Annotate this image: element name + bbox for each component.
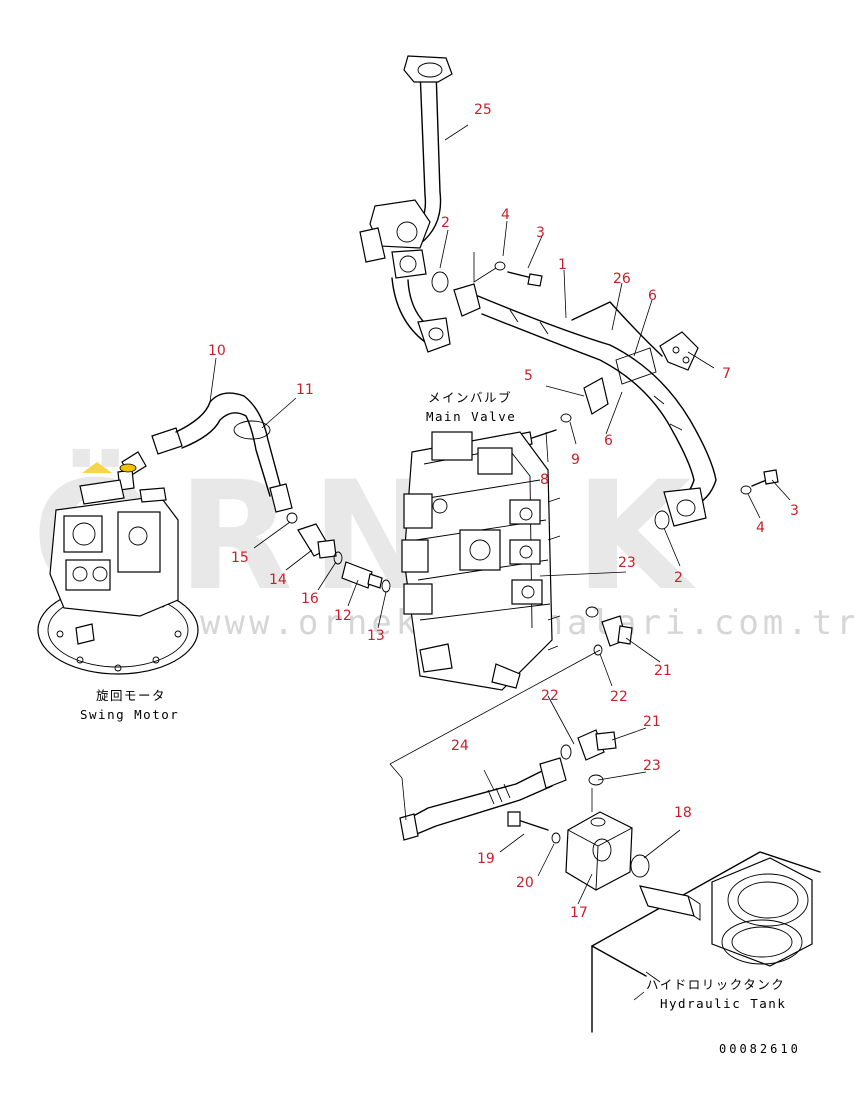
callout-2-top: 2 xyxy=(441,215,450,231)
tank-label-en: Hydraulic Tank xyxy=(660,996,786,1011)
callout-24: 24 xyxy=(451,738,469,754)
callout-2-right: 2 xyxy=(674,570,683,586)
callout-23-top: 23 xyxy=(618,555,636,571)
main-valve-label-en: Main Valve xyxy=(426,409,516,424)
callout-26: 26 xyxy=(613,271,631,287)
hose-part-1 xyxy=(453,283,717,527)
callout-9: 9 xyxy=(571,452,580,468)
callout-3-top: 3 xyxy=(536,225,545,241)
callout-5: 5 xyxy=(524,368,533,384)
hose-part-10 xyxy=(151,392,293,513)
elbow-accent xyxy=(119,463,137,473)
callout-15: 15 xyxy=(231,550,249,566)
callout-12: 12 xyxy=(334,608,352,624)
main-valve-label-jp: メインバルブ xyxy=(428,390,512,405)
clamp-part-7 xyxy=(659,331,699,371)
callout-11: 11 xyxy=(296,382,314,398)
callout-4-top: 4 xyxy=(501,207,510,223)
callout-22-left: 22 xyxy=(541,688,559,704)
callout-14: 14 xyxy=(269,572,287,588)
callout-16: 16 xyxy=(301,591,319,607)
callout-20: 20 xyxy=(516,875,534,891)
callout-17: 17 xyxy=(570,905,588,921)
callout-3-right: 3 xyxy=(790,503,799,519)
callout-19: 19 xyxy=(477,851,495,867)
pipe-part-24 xyxy=(399,757,567,841)
callout-10: 10 xyxy=(208,343,226,359)
block-part-17 xyxy=(565,811,633,891)
hydraulic-tank xyxy=(591,851,821,1033)
callout-8: 8 xyxy=(540,472,549,488)
o-ring-part-18 xyxy=(630,854,650,878)
captions: メインバルブ Main Valve 旋回モータ Swing Motor ハイドロ… xyxy=(80,390,801,1056)
elbow-part-21 xyxy=(560,615,633,761)
callout-numbers: 25 2 4 3 1 26 6 7 5 6 8 9 10 11 15 14 16… xyxy=(208,102,799,921)
adapters xyxy=(286,512,391,593)
callout-21-bottom: 21 xyxy=(643,714,661,730)
swing-motor xyxy=(37,479,199,675)
callout-6-top: 6 xyxy=(648,288,657,304)
callout-23-bottom: 23 xyxy=(643,758,661,774)
pipe-part-25 xyxy=(359,55,453,353)
callout-1: 1 xyxy=(558,257,567,273)
callout-7: 7 xyxy=(722,366,731,382)
bolt-part-19 xyxy=(507,811,561,844)
callout-22-right: 22 xyxy=(610,689,628,705)
callout-18: 18 xyxy=(674,805,692,821)
drawing-code: 00082610 xyxy=(719,1042,801,1056)
leader-lines xyxy=(209,124,791,1001)
callout-21-top: 21 xyxy=(654,663,672,679)
elbow-fitting xyxy=(117,451,147,491)
callout-13: 13 xyxy=(367,628,385,644)
bracket-part-5 xyxy=(583,377,609,415)
swing-motor-label-jp: 旋回モータ xyxy=(96,688,166,703)
callout-25: 25 xyxy=(474,102,492,118)
tank-label-jp: ハイドロリックタンク xyxy=(646,977,785,992)
o-rings xyxy=(431,271,670,530)
swing-motor-label-en: Swing Motor xyxy=(80,707,179,722)
callout-6-bottom: 6 xyxy=(604,433,613,449)
small-o-rings xyxy=(585,606,604,786)
main-valve xyxy=(401,431,561,691)
callout-4-right: 4 xyxy=(756,520,765,536)
watermark-accent-triangle xyxy=(82,462,112,473)
